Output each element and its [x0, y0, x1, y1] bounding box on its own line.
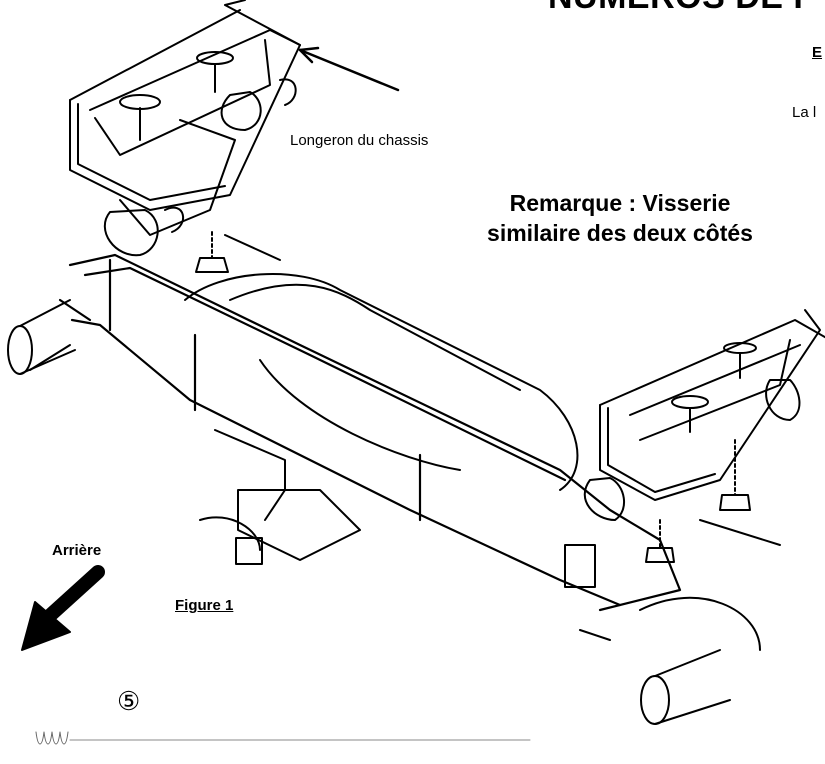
muffler: [184, 272, 579, 491]
page-heading: NUMÉROS DE P: [548, 0, 817, 17]
hitch-tube: [58, 253, 682, 612]
left-bolts: [103, 51, 297, 273]
footer-ornament: [35, 731, 531, 745]
right-frame-bracket: [599, 309, 825, 501]
frame-rail-callout: Longeron du chassis: [290, 132, 429, 149]
right-exhaust: [564, 544, 761, 725]
left-tube-stub: [7, 299, 76, 375]
section-label: E: [812, 44, 823, 61]
rear-direction-label: Arrière: [52, 542, 102, 559]
left-frame-bracket: [69, 0, 301, 236]
page-number: ⑤: [117, 686, 141, 716]
section-text: La l: [792, 104, 817, 121]
receiver: [199, 429, 361, 565]
callout-arrow: [298, 46, 400, 92]
rear-arrow-icon: [21, 565, 105, 651]
figure-caption: Figure 1: [175, 597, 234, 614]
right-bolts: [583, 342, 801, 563]
hardware-remark: Remarque : Visserie similaire des deux c…: [487, 190, 753, 246]
